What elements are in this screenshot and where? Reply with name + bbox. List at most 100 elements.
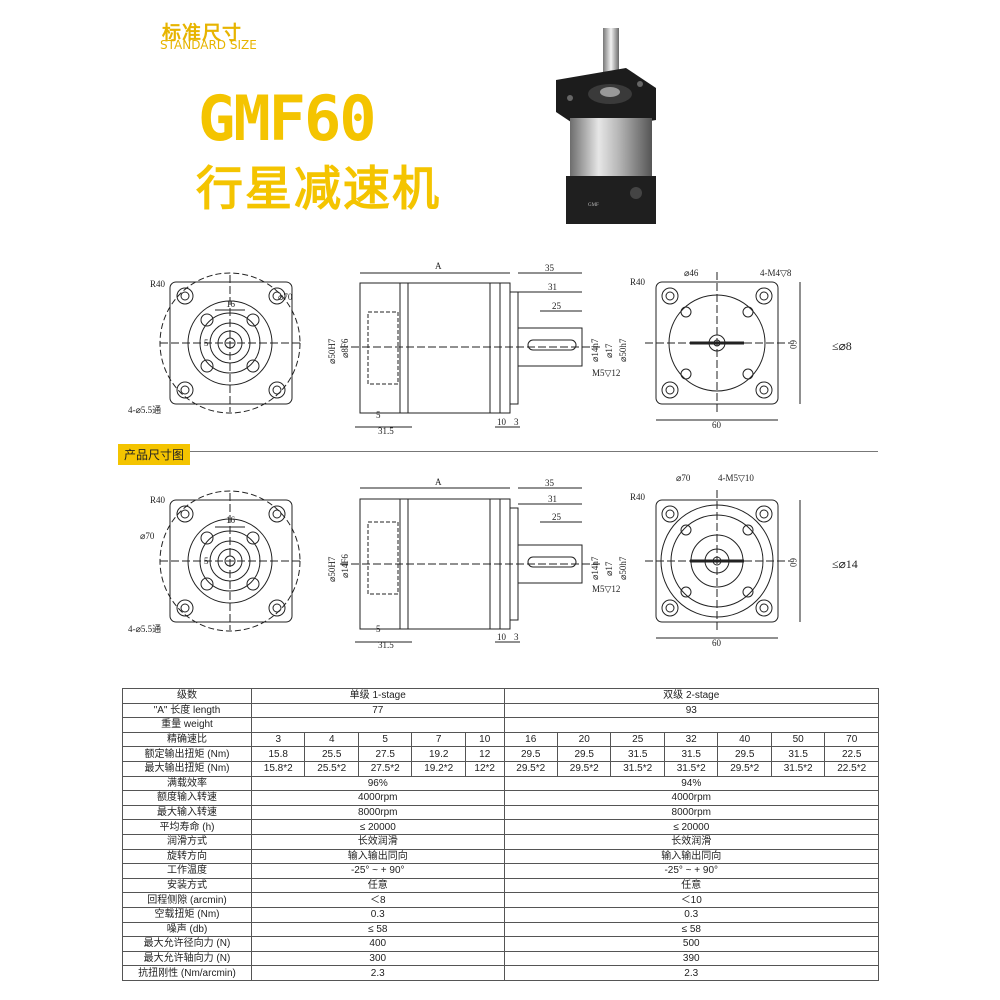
label-50h7: ⌀50h7 xyxy=(618,338,628,362)
side-view-2stage xyxy=(340,487,600,643)
label-r40: R40 xyxy=(150,279,166,289)
cell-stage1-value: 任意 xyxy=(251,877,505,894)
label-60h: 60 xyxy=(712,420,722,430)
label-60v: 60 xyxy=(788,340,798,350)
rated-2stage-cell: 29.5 xyxy=(556,746,612,762)
header-title-en: STANDARD SIZE xyxy=(160,38,257,52)
label-holes-2: 4-⌀5.5通 xyxy=(128,624,161,634)
ratio-1stage-cell: 3 xyxy=(250,731,306,748)
cell-length2: 93 xyxy=(503,702,879,719)
cell-label: 噪声 (db) xyxy=(122,921,252,938)
max-1stage-cell: 19.2*2 xyxy=(411,760,466,777)
cell-label: 最大允许轴向力 (N) xyxy=(122,950,252,967)
rated-2stage-cell: 22.5 xyxy=(824,746,879,762)
label-5b-2: 5 xyxy=(376,624,381,634)
cell-stage2-value: 94% xyxy=(503,775,879,792)
label-17-2: ⌀17 xyxy=(604,561,614,576)
cell-stage1-value: ≤ 20000 xyxy=(251,819,505,835)
label-60v-2: 60 xyxy=(788,558,798,568)
spec-table: 级数 单级 1-stage 双级 2-stage "A" 长度 length 7… xyxy=(122,688,879,981)
max-1stage-cell: 15.8*2 xyxy=(250,760,306,777)
max-1stage-cell: 27.5*2 xyxy=(357,760,413,777)
label-5b: 5 xyxy=(376,410,381,420)
ratio-1stage-cell: 5 xyxy=(357,731,413,748)
cell-stage1-value: 4000rpm xyxy=(251,790,505,806)
rated-2stage-cell: 31.5 xyxy=(770,746,826,762)
label-25: 25 xyxy=(552,301,562,311)
cell-stage2-value: -25° ~ + 90° xyxy=(503,863,879,879)
rated-2stage-cell: 31.5 xyxy=(610,746,665,762)
label-16-2: 16 xyxy=(226,515,236,525)
cell-stage2-value: 0.3 xyxy=(503,906,879,923)
label-46: ⌀46 xyxy=(684,268,699,278)
cell-stage2-value: ≤ 58 xyxy=(503,921,879,938)
max-2stage-cell: 29.5*2 xyxy=(503,760,558,777)
label-25-2: 25 xyxy=(552,512,562,522)
label-m5: M5▽12 xyxy=(592,368,620,378)
cell-stage1-value: 2.3 xyxy=(251,965,505,981)
back-view-1stage xyxy=(645,272,801,421)
label-14F6: ⌀14F6 xyxy=(340,554,350,578)
max-1stage-cell: 12*2 xyxy=(464,760,505,777)
header-title-cn: 标准尺寸 xyxy=(162,22,243,44)
table-row: 旋转方向输入输出同向输入输出同向 xyxy=(122,848,879,865)
label-3: 3 xyxy=(514,417,519,427)
cell-stage2-value: 输入输出同向 xyxy=(503,848,879,865)
label-m5b: 4-M5▽10 xyxy=(718,473,754,483)
label-14h7: ⌀14h7 xyxy=(590,338,600,362)
label-14h7-2: ⌀14h7 xyxy=(590,556,600,580)
ratio-2stage-cell: 32 xyxy=(663,731,719,748)
side-view-1stage xyxy=(340,272,600,428)
label-shaft-8: ≤⌀8 xyxy=(832,339,852,353)
label-60h-2: 60 xyxy=(712,638,722,648)
label-dia70: ⌀70 xyxy=(278,292,293,302)
table-row: 平均寿命 (h)≤ 20000≤ 20000 xyxy=(122,819,879,835)
cell-stage2-value: 390 xyxy=(503,950,879,967)
product-name: 行星减速机 xyxy=(196,162,441,217)
label-50h7-2: ⌀50h7 xyxy=(618,556,628,580)
cell-stage2-value: 任意 xyxy=(503,877,879,894)
model-name: GMF60 xyxy=(198,82,377,155)
label-50H7-2: ⌀50H7 xyxy=(327,556,337,582)
rated-2stage-cell: 29.5 xyxy=(503,746,558,762)
ratio-2stage-cell: 70 xyxy=(824,731,879,748)
cell-label: 额度输入转速 xyxy=(122,790,252,806)
rated-2stage-cell: 31.5 xyxy=(663,746,719,762)
ratio-2stage-cell: 50 xyxy=(770,731,826,748)
label-50H7: ⌀50H7 xyxy=(327,338,337,364)
table-row: 润滑方式长效润滑长效润滑 xyxy=(122,833,879,850)
rated-1stage-cell: 19.2 xyxy=(411,746,466,762)
table-row: "A" 长度 length 77 93 xyxy=(122,702,879,719)
table-row: 回程侧隙 (arcmin)＜8＜10 xyxy=(122,892,879,908)
cell-stage2: 双级 2-stage xyxy=(503,688,879,704)
section-label: 产品尺寸图 xyxy=(118,444,191,465)
dimension-drawings: R40 ⌀70 16 5 4-⌀5.5通 A 35 31 25 ⌀50H7 ⌀8… xyxy=(128,261,858,650)
label-31-5-2: 31.5 xyxy=(378,640,394,650)
cell-label: 最大允许径向力 (N) xyxy=(122,936,252,952)
label-m4: 4-M4▽8 xyxy=(760,268,792,278)
cell-label: 抗扭刚性 (Nm/arcmin) xyxy=(122,965,252,981)
rated-1stage-cell: 15.8 xyxy=(250,746,306,762)
cell-stage1-value: 0.3 xyxy=(251,906,505,923)
cell-label: 工作温度 xyxy=(122,863,252,879)
label-31-5: 31.5 xyxy=(378,426,394,436)
rated-1stage-cell: 25.5 xyxy=(304,746,359,762)
label-r40b-2: R40 xyxy=(630,492,646,502)
label-35: 35 xyxy=(545,263,555,273)
label-31: 31 xyxy=(548,282,557,292)
front-view-2stage xyxy=(159,490,301,632)
label-dia70-2: ⌀70 xyxy=(140,531,155,541)
label-A-2: A xyxy=(435,477,442,487)
label-10: 10 xyxy=(497,417,507,427)
cell-stage1-value: 8000rpm xyxy=(251,804,505,821)
cell-stage1-value: 400 xyxy=(251,936,505,952)
cell-label: 空载扭矩 (Nm) xyxy=(122,906,252,923)
back-view-2stage xyxy=(645,490,801,639)
label-shaft-14: ≤⌀14 xyxy=(832,557,858,571)
